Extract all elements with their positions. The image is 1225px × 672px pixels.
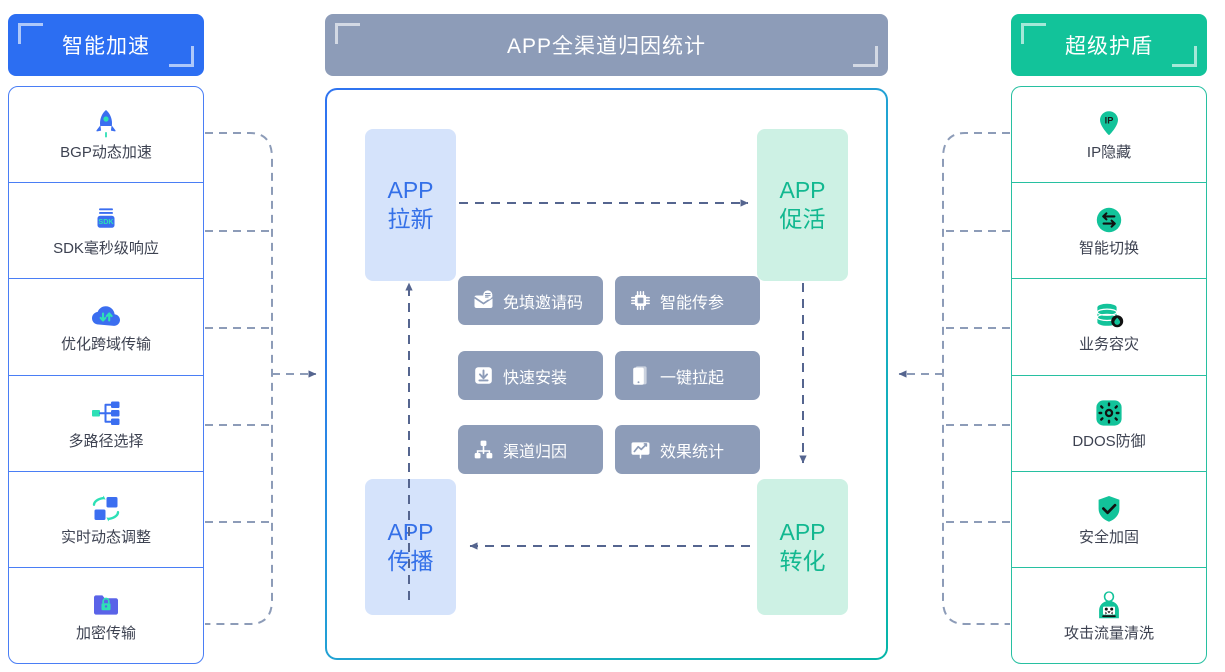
svg-text:IP: IP [1105, 115, 1114, 125]
flow-node-spread-line2: 传播 [387, 548, 434, 574]
encrypted-folder-icon [91, 590, 121, 620]
flow-node-pull-new-line2: 拉新 [387, 206, 434, 232]
left-feature-item-5[interactable]: 加密传输 [9, 566, 203, 663]
center-panel-header: APP全渠道归因统计 [325, 14, 888, 76]
corner-bracket-bottom-right-icon [853, 46, 878, 67]
right-feature-panel: IP IP隐藏 智能切换 [1011, 86, 1207, 664]
center-panel-title: APP全渠道归因统计 [506, 35, 707, 58]
corner-bracket-bottom-right-icon [169, 46, 194, 67]
left-feature-label-1: SDK毫秒级响应 [53, 240, 159, 258]
feature-chip-0[interactable]: 免填邀请码 [458, 276, 603, 325]
sdk-icon: SDK [91, 205, 121, 235]
feature-chip-5[interactable]: 效果统计 [615, 425, 760, 474]
left-feature-item-0[interactable]: BGP动态加速 [9, 87, 203, 182]
corner-bracket-bottom-right-icon [1172, 46, 1197, 67]
database-disaster-icon [1093, 301, 1125, 331]
flow-node-spread-line1: APP [387, 518, 434, 545]
left-feature-label-3: 多路径选择 [68, 432, 144, 450]
switch-arrows-icon [1094, 205, 1124, 235]
left-feature-label-2: 优化跨域传输 [60, 336, 151, 354]
corner-bracket-top-left-icon [335, 23, 360, 44]
corner-bracket-top-left-icon [18, 23, 43, 44]
right-feature-item-5[interactable]: 攻击流量清洗 [1012, 566, 1206, 663]
center-flow-inner: APP 拉新 APP 促活 APP 传播 APP 转化 [327, 90, 886, 658]
left-feature-item-3[interactable]: 多路径选择 [9, 374, 203, 471]
center-flow-panel: APP 拉新 APP 促活 APP 传播 APP 转化 [325, 88, 888, 660]
left-feature-label-5: 加密传输 [75, 624, 136, 642]
left-feature-panel: BGP动态加速 SDK SDK毫秒级响应 优化跨域传 [8, 86, 204, 664]
svg-text:SDK: SDK [98, 217, 114, 226]
right-feature-item-0[interactable]: IP IP隐藏 [1012, 87, 1206, 182]
feature-chip-label-4: 渠道归因 [503, 443, 568, 461]
feature-chip-4[interactable]: 渠道归因 [458, 425, 603, 474]
left-feature-item-1[interactable]: SDK SDK毫秒级响应 [9, 182, 203, 278]
left-feature-label-4: 实时动态调整 [60, 528, 151, 546]
left-feature-item-4[interactable]: 实时动态调整 [9, 470, 203, 567]
right-feature-label-5: 攻击流量清洗 [1063, 624, 1154, 642]
left-feature-item-2[interactable]: 优化跨域传输 [9, 278, 203, 374]
mail-badge-icon [473, 290, 494, 311]
right-feature-item-2[interactable]: 业务容灾 [1012, 278, 1206, 374]
flow-node-spread[interactable]: APP 传播 [365, 479, 456, 615]
flow-node-pull-new[interactable]: APP 拉新 [365, 129, 456, 281]
rocket-icon [92, 109, 120, 139]
chip-cpu-icon [630, 290, 651, 311]
flow-node-convert-line1: APP [779, 518, 826, 545]
right-feature-label-0: IP隐藏 [1086, 144, 1132, 162]
feature-chip-label-0: 免填邀请码 [503, 294, 584, 312]
flow-node-activate-line2: 促活 [779, 206, 826, 232]
flow-node-activate-line1: APP [779, 176, 826, 203]
feature-chip-label-1: 智能传参 [660, 294, 725, 312]
left-panel-header: 智能加速 [8, 14, 204, 76]
hacker-icon [1095, 590, 1123, 620]
chart-board-icon [630, 439, 651, 460]
cloud-transfer-icon [89, 301, 123, 331]
multi-path-icon [90, 398, 122, 428]
feature-chip-label-3: 一键拉起 [660, 369, 725, 387]
left-feature-label-0: BGP动态加速 [60, 144, 152, 162]
flow-node-pull-new-line1: APP [387, 176, 434, 203]
right-panel-title: 超级护盾 [1065, 35, 1153, 58]
flow-node-activate[interactable]: APP 促活 [757, 129, 848, 281]
download-box-icon [473, 365, 494, 386]
feature-chip-label-5: 效果统计 [660, 443, 725, 461]
flow-node-convert-line2: 转化 [779, 548, 826, 574]
feature-chip-label-2: 快速安装 [503, 369, 568, 387]
right-feature-item-3[interactable]: DDOS防御 [1012, 374, 1206, 471]
corner-bracket-top-left-icon [1021, 23, 1046, 44]
phone-icon [630, 365, 651, 386]
ip-pin-icon: IP [1095, 109, 1123, 139]
feature-chip-1[interactable]: 智能传参 [615, 276, 760, 325]
right-feature-label-3: DDOS防御 [1072, 432, 1146, 450]
flow-node-convert[interactable]: APP 转化 [757, 479, 848, 615]
right-feature-item-1[interactable]: 智能切换 [1012, 182, 1206, 278]
shield-check-icon [1095, 494, 1123, 524]
right-feature-label-4: 安全加固 [1078, 528, 1139, 546]
right-feature-item-4[interactable]: 安全加固 [1012, 470, 1206, 567]
feature-chip-2[interactable]: 快速安装 [458, 351, 603, 400]
gear-shield-icon [1094, 398, 1124, 428]
right-panel-header: 超级护盾 [1011, 14, 1207, 76]
feature-chip-3[interactable]: 一键拉起 [615, 351, 760, 400]
dynamic-adjust-icon [90, 494, 122, 524]
right-feature-label-2: 业务容灾 [1078, 336, 1139, 354]
left-panel-title: 智能加速 [62, 35, 150, 58]
right-feature-label-1: 智能切换 [1078, 240, 1139, 258]
sitemap-icon [473, 439, 494, 460]
